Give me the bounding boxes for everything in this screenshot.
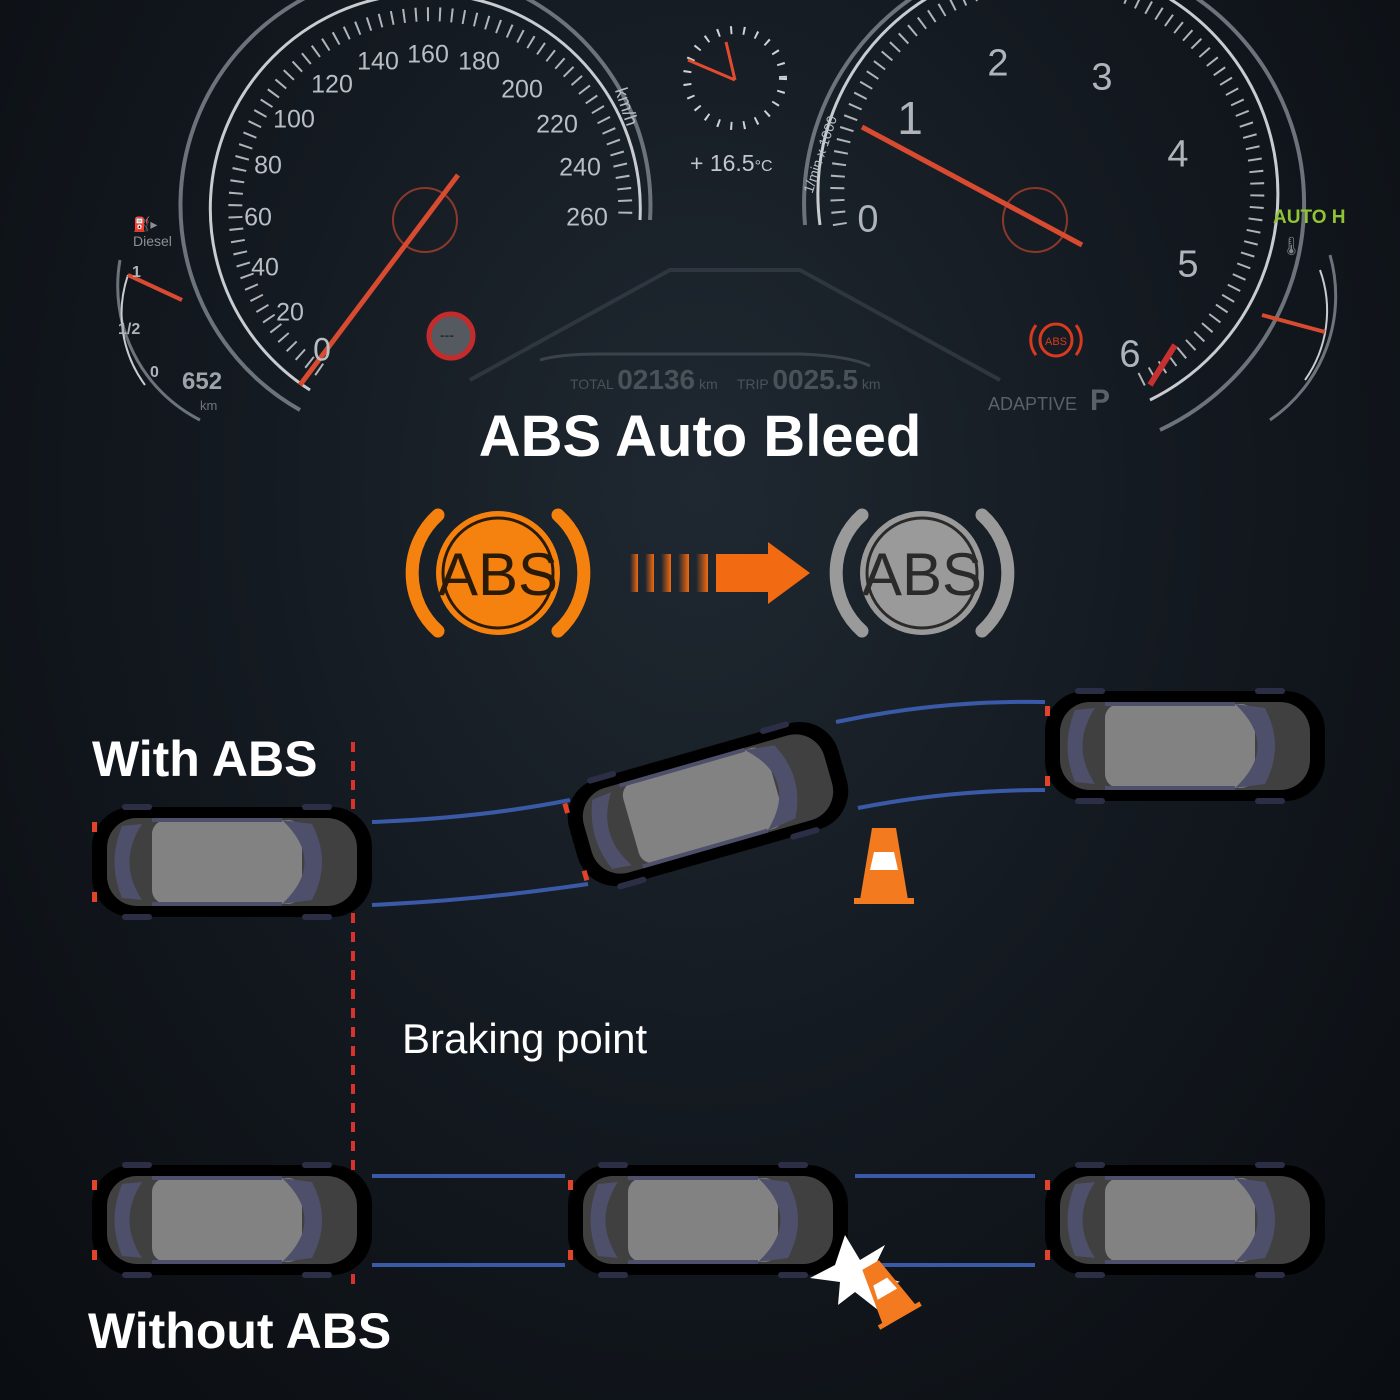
- fuel-label-full: 1: [132, 264, 141, 281]
- coolant-icon: 🌡: [1280, 236, 1303, 256]
- speed-label: 80: [254, 151, 282, 180]
- auto-hold-indicator: AUTO H: [1273, 207, 1346, 228]
- braking-point-label: Braking point: [402, 1015, 648, 1062]
- speed-label: 20: [276, 298, 304, 327]
- fuel-label-half: 1/2: [118, 321, 141, 338]
- speed-limit-sign: [426, 311, 476, 361]
- abs-warning-light: ABS: [1029, 322, 1083, 358]
- drive-mode: ADAPTIVE: [988, 394, 1078, 414]
- total-value: 02136: [617, 364, 696, 395]
- knocked-cone-icon: [849, 1253, 922, 1330]
- total-unit: km: [698, 376, 718, 392]
- car-with-abs-2: [555, 707, 861, 901]
- total-label: TOTAL: [570, 376, 614, 392]
- rpm-label: 1: [897, 92, 923, 144]
- rpm-label: 0: [857, 198, 879, 241]
- speed-label: 0: [313, 331, 331, 368]
- svg-text:ABS: ABS: [438, 541, 558, 608]
- fuel-pump-icon: ⛽▸: [133, 216, 158, 232]
- speed-label: 160: [407, 40, 449, 69]
- gauge-graphics: ABS: [116, 0, 1338, 432]
- gear-indicator: P: [1090, 384, 1111, 417]
- temperature-value: + 16.5: [690, 150, 755, 176]
- speed-label: 60: [244, 203, 272, 232]
- speed-label: 40: [251, 253, 279, 282]
- rpm-needle: [860, 124, 1084, 248]
- trip-unit: km: [861, 376, 881, 392]
- rpm-label: 4: [1167, 133, 1189, 176]
- abs-transition: ABS ABS: [405, 508, 1015, 638]
- fuel-indicator: ⛽▸ Diesel: [133, 216, 172, 249]
- speed-limit-text: ---: [440, 327, 454, 343]
- with-abs-label: With ABS: [92, 731, 318, 787]
- fuel-gauge: [116, 259, 201, 422]
- abs-icon-orange: ABS: [405, 508, 591, 638]
- without-abs-track: [372, 1174, 1035, 1267]
- arrow-icon: [630, 542, 810, 604]
- speedometer-dial: [178, 0, 653, 412]
- odometer: TOTAL 02136 km TRIP 0025.5 km: [570, 364, 881, 396]
- speed-needle: [298, 173, 460, 387]
- svg-text:ABS: ABS: [1045, 336, 1067, 348]
- trip-label: TRIP: [736, 376, 769, 392]
- car-with-abs-3: [1043, 686, 1327, 806]
- car-without-abs-1: [90, 1160, 374, 1280]
- svg-text:ABS: ABS: [862, 541, 982, 608]
- temperature-unit: °C: [754, 158, 773, 175]
- without-abs-label: Without ABS: [88, 1303, 392, 1359]
- rpm-label: 2: [987, 42, 1009, 85]
- speed-label: 100: [273, 105, 315, 134]
- speed-label: 180: [458, 47, 500, 76]
- rpm-label: 5: [1177, 243, 1199, 286]
- fuel-range: 652: [182, 368, 223, 395]
- with-abs-track: [371, 699, 1046, 907]
- fuel-label-empty: 0: [150, 364, 159, 381]
- outside-temperature: + 16.5°C: [690, 150, 773, 177]
- speed-label: 200: [501, 75, 543, 104]
- speed-label: 240: [559, 153, 601, 182]
- car-without-abs-3: [1043, 1160, 1327, 1280]
- car-with-abs-1: [90, 802, 374, 922]
- coolant-gauge: [1261, 254, 1338, 422]
- speed-label: 120: [311, 70, 353, 99]
- car-without-abs-2: [566, 1160, 850, 1280]
- speed-label: 220: [536, 110, 578, 139]
- trip-value: 0025.5: [772, 364, 859, 395]
- fuel-range-unit: km: [200, 398, 218, 413]
- tachometer-dial: [802, 0, 1307, 432]
- fuel-type: Diesel: [133, 233, 172, 249]
- abs-icon-gray: ABS: [829, 508, 1015, 638]
- rpm-label: 6: [1119, 333, 1141, 376]
- speed-label: 140: [357, 47, 399, 76]
- rpm-label: 3: [1091, 56, 1113, 99]
- clock: [683, 26, 787, 130]
- collision-icon: [810, 1235, 922, 1330]
- speed-label: 260: [566, 203, 608, 232]
- page-title: ABS Auto Bleed: [478, 404, 922, 469]
- traffic-cone-icon: [854, 828, 914, 904]
